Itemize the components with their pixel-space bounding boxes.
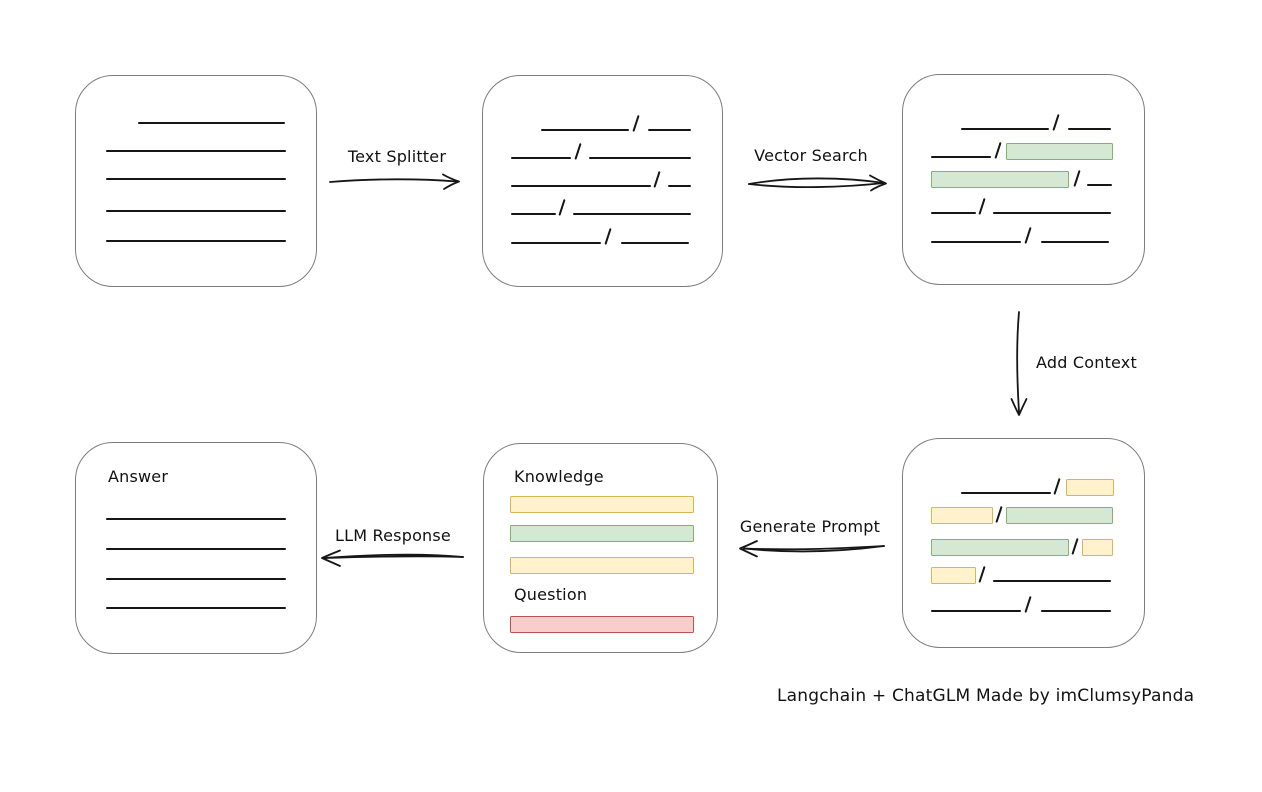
text-line [106, 548, 286, 550]
chunk-highlight-green [1006, 143, 1113, 160]
caption: Langchain + ChatGLM Made by imClumsyPand… [777, 686, 1195, 706]
chunk-highlight-green [1006, 507, 1113, 524]
text-line [589, 157, 691, 159]
text-splitter-label: Text Splitter [347, 147, 447, 166]
text-line [106, 578, 286, 580]
generate-prompt-arrow [743, 545, 885, 553]
slash-separator [994, 142, 1002, 159]
slash-separator [1024, 596, 1032, 613]
slash-separator [1052, 114, 1060, 131]
text-line [1041, 241, 1109, 243]
add-context-arrow [1016, 311, 1020, 413]
add-context-label: Add Context [1036, 353, 1137, 372]
chunk-highlight-yellow [510, 496, 694, 513]
vector-search-arrow [748, 177, 885, 185]
chunk-highlight-red [510, 616, 694, 633]
vector-search-label: Vector Search [754, 146, 868, 165]
text-line [106, 178, 286, 180]
text-line [1041, 610, 1111, 612]
text-line [621, 242, 689, 244]
slash-separator [574, 143, 582, 160]
text-line [106, 607, 286, 609]
slash-separator [1053, 478, 1061, 495]
text-line [648, 129, 691, 131]
answer-label: Answer [108, 467, 169, 486]
chunk-highlight-yellow [931, 567, 976, 584]
vector-search-arrow-head [869, 174, 887, 192]
text-line [106, 150, 286, 152]
llm-response-label: LLM Response [335, 526, 451, 545]
text-line [1087, 184, 1112, 186]
text-line [931, 241, 1021, 243]
text-line [106, 518, 286, 520]
text-line [961, 128, 1049, 130]
text-line [1068, 128, 1111, 130]
source-document-box [75, 75, 317, 287]
text-line [541, 129, 629, 131]
slash-separator [1071, 538, 1079, 555]
llm-response-arrow [323, 555, 464, 559]
generate-prompt-label: Generate Prompt [739, 517, 881, 536]
slash-separator [978, 566, 986, 583]
chunk-highlight-yellow [1066, 479, 1114, 496]
chunk-highlight-green [931, 171, 1069, 188]
llm-response-arrow-head [321, 549, 341, 567]
llm-response-arrow [323, 553, 464, 559]
chunk-highlight-green [510, 525, 694, 542]
slash-separator [653, 171, 661, 188]
prompt-box: Knowledge Question [483, 443, 718, 653]
question-label: Question [514, 585, 588, 604]
text-line [106, 240, 286, 242]
slash-separator [1024, 227, 1032, 244]
text-line [961, 492, 1051, 494]
text-line [931, 212, 976, 214]
slash-separator [604, 228, 612, 245]
text-line [573, 213, 691, 215]
text-line [511, 242, 601, 244]
text-line [931, 156, 991, 158]
text-line [993, 580, 1111, 582]
text-line [106, 210, 286, 212]
vector-search-arrow [748, 182, 885, 189]
slash-separator [978, 198, 986, 215]
add-context-arrow-head [1010, 398, 1028, 416]
slash-separator [558, 199, 566, 216]
split-chunks-box [482, 75, 723, 287]
context-chunks-box [902, 438, 1145, 648]
text-splitter-arrow [329, 178, 458, 183]
knowledge-label: Knowledge [514, 467, 604, 486]
text-line [511, 185, 651, 187]
answer-box: Answer [75, 442, 317, 654]
chunk-highlight-yellow [1082, 539, 1113, 556]
text-line [668, 185, 691, 187]
generate-prompt-arrow [743, 545, 885, 551]
text-line [138, 122, 285, 124]
chunk-highlight-yellow [510, 557, 694, 574]
text-line [993, 212, 1111, 214]
chunk-highlight-yellow [931, 507, 993, 524]
slash-separator [632, 115, 640, 132]
text-line [511, 157, 571, 159]
text-splitter-arrow-head [442, 173, 460, 190]
chunk-highlight-green [931, 539, 1069, 556]
slash-separator [1073, 170, 1081, 187]
slash-separator [995, 506, 1003, 523]
text-line [931, 610, 1021, 612]
generate-prompt-arrow-head [739, 540, 758, 558]
vector-matches-box [902, 74, 1145, 285]
text-line [511, 213, 556, 215]
